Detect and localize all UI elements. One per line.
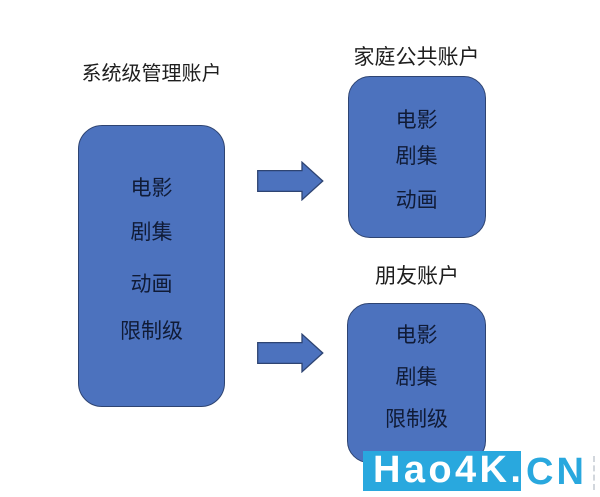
node-item: 动画 [395,189,438,212]
node-title-admin: 系统级管理账户 [81,63,222,85]
node-title-friend: 朋友账户 [375,265,459,288]
node-item: 电影 [130,177,173,200]
node-box-family [347,76,486,239]
watermark-brand: Hao4K. [373,448,525,491]
node-item: 动画 [130,273,173,296]
node-item: 限制级 [384,408,448,431]
edge-dashed-line [593,456,595,490]
watermark-background [363,451,521,491]
node-item: 剧集 [395,365,438,389]
node-title-family: 家庭公共账户 [353,46,480,69]
node-box-admin [78,125,225,407]
node-item: 电影 [395,324,438,347]
arrow-right-shape [257,161,325,202]
arrow-right-icon [257,333,325,374]
node-item: 限制级 [120,320,183,343]
node-box-friend [346,302,487,463]
node-item: 剧集 [130,221,173,244]
watermark-suffix: CN [526,451,587,493]
node-item: 剧集 [395,145,438,168]
arrow-right-icon [257,161,325,202]
arrow-right-shape [257,333,325,374]
node-item: 电影 [395,109,438,132]
